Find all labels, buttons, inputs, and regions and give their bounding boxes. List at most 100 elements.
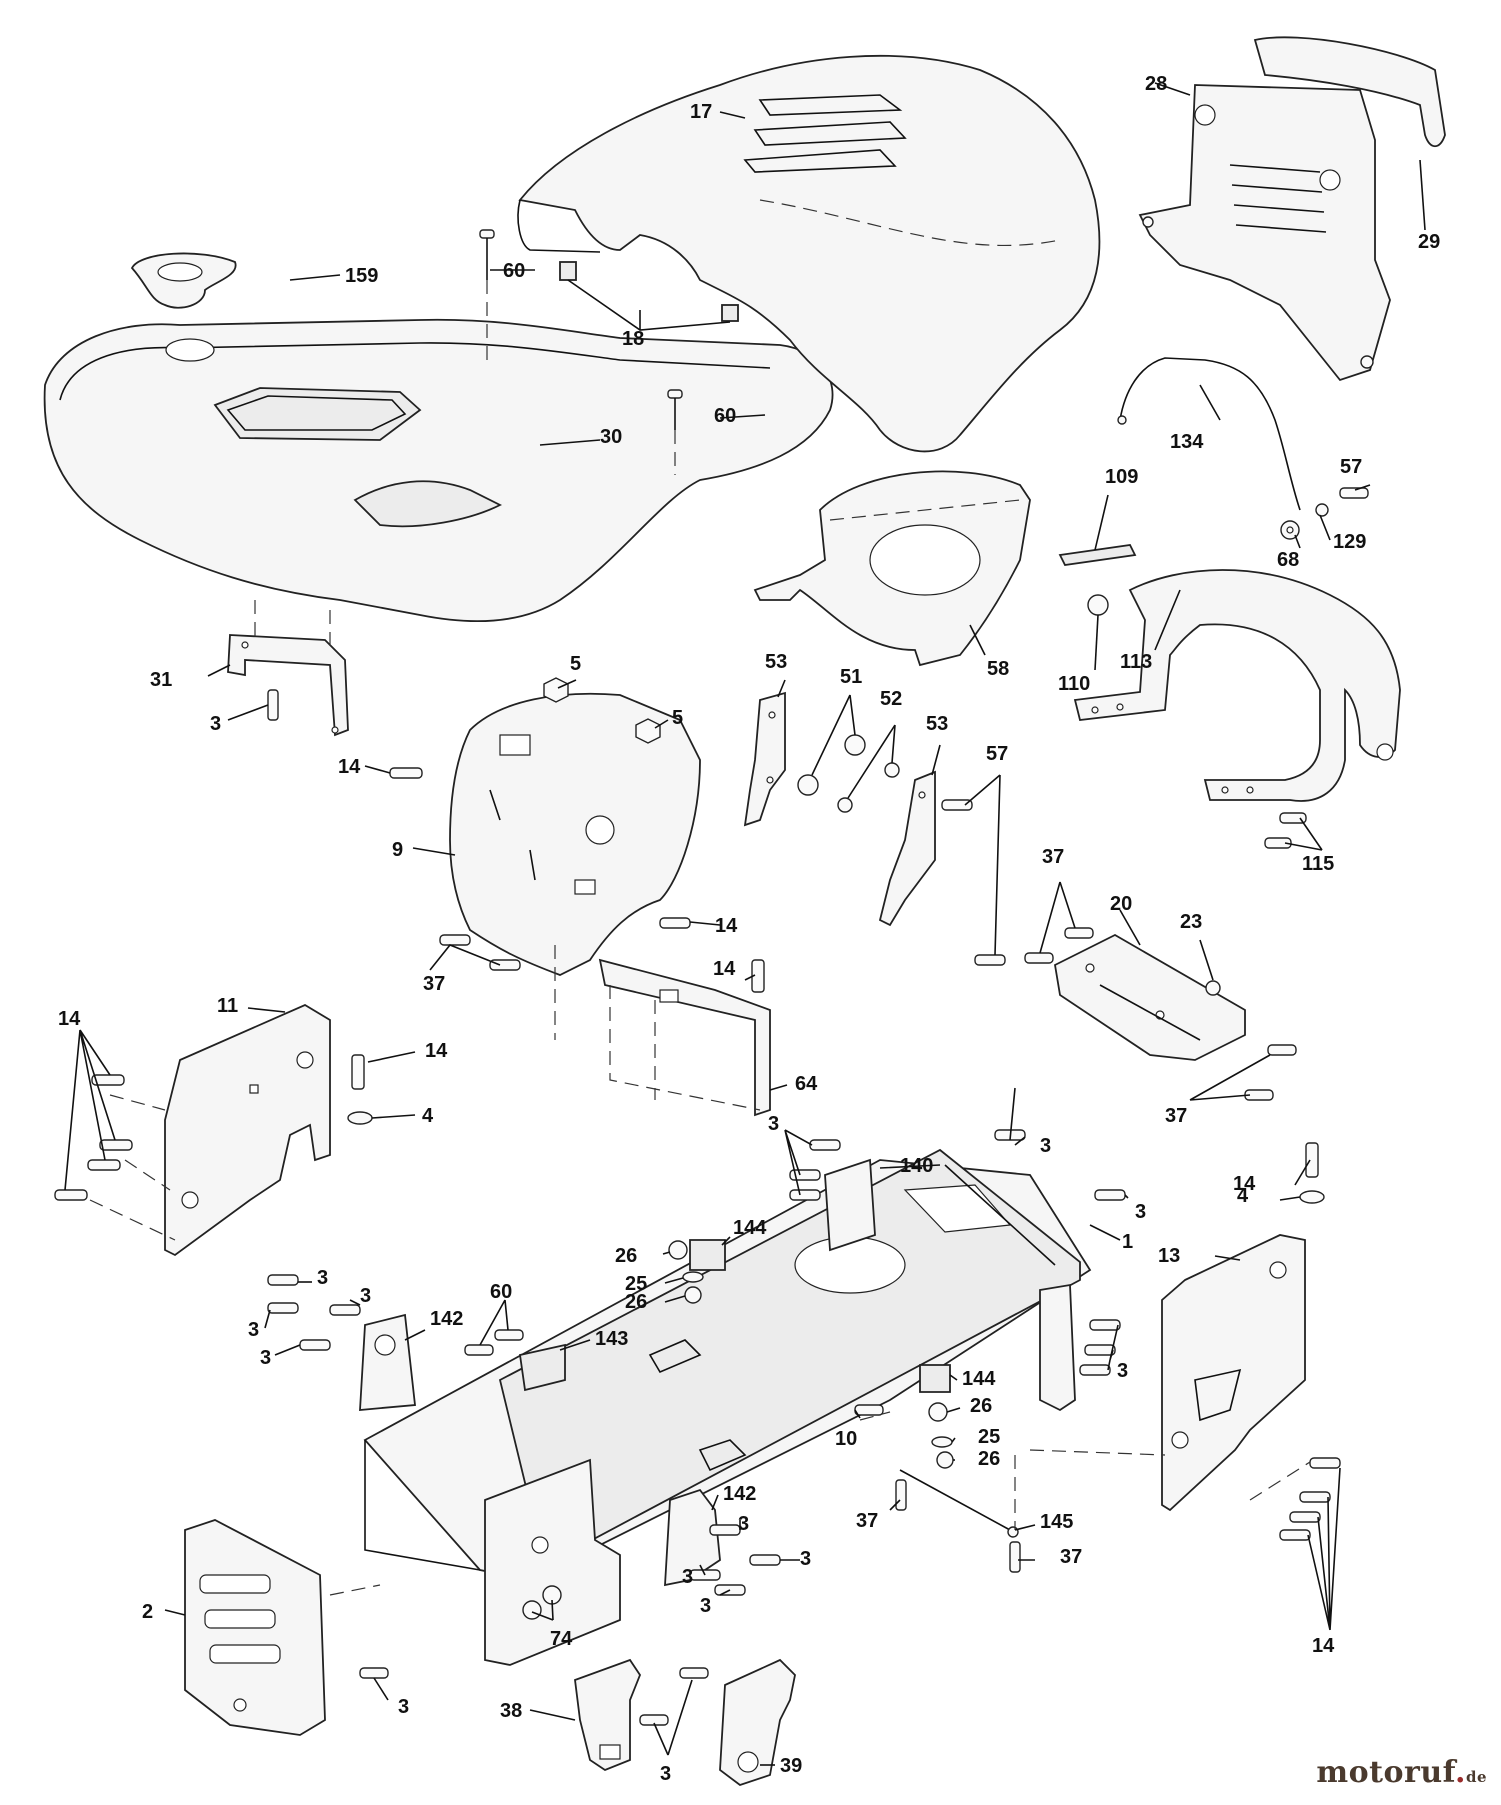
bolts-14-right	[1279, 1457, 1341, 1541]
callout-3: 3	[682, 1566, 693, 1588]
callout-38: 38	[500, 1700, 522, 1722]
callout-14: 14	[715, 915, 738, 937]
side-plate-13	[1161, 1234, 1306, 1512]
front-bracket-right	[1039, 1283, 1076, 1412]
callout-3: 3	[1040, 1135, 1051, 1157]
nuts-51	[797, 734, 866, 796]
bracket-143	[518, 1343, 566, 1392]
callout-37: 37	[1042, 846, 1064, 868]
nut-26-upper	[684, 1286, 702, 1304]
callout-3: 3	[248, 1319, 259, 1341]
callout-144: 144	[962, 1368, 996, 1390]
callout-26: 26	[615, 1245, 637, 1267]
callout-109: 109	[1105, 466, 1138, 488]
engine-shroud-58	[753, 470, 1031, 667]
callout-3: 3	[738, 1513, 749, 1535]
callout-29: 29	[1418, 231, 1440, 253]
callout-26: 26	[625, 1291, 647, 1313]
washer-4-right	[1299, 1190, 1325, 1204]
callout-14: 14	[338, 756, 361, 778]
callout-13: 13	[1158, 1245, 1180, 1267]
bolts-3-left-upper	[267, 1274, 361, 1351]
callout-159: 159	[345, 265, 378, 287]
callout-4: 4	[1237, 1185, 1249, 1207]
callout-23: 23	[1180, 911, 1202, 933]
callout-144: 144	[733, 1217, 767, 1239]
callout-17: 17	[690, 101, 712, 123]
callout-115: 115	[1302, 853, 1334, 875]
callout-3: 3	[360, 1285, 371, 1307]
bracket-20	[1054, 933, 1246, 1061]
carriage-bolt-60b	[667, 389, 683, 475]
callout-3: 3	[700, 1595, 711, 1617]
bolts-3-front-right	[1079, 1319, 1121, 1376]
bolt-57-upper	[1339, 487, 1369, 499]
callout-25: 25	[978, 1426, 1000, 1448]
washer-25-lower	[931, 1436, 953, 1448]
grille-part	[1138, 84, 1391, 382]
bolt-14-right-top	[1305, 1142, 1319, 1178]
callout-74: 74	[550, 1628, 573, 1650]
callout-60: 60	[490, 1281, 512, 1303]
bolts-60-frame	[464, 1329, 524, 1356]
bolt-14-plate	[351, 1054, 365, 1090]
callout-129: 129	[1333, 531, 1366, 553]
callout-3: 3	[1135, 1201, 1146, 1223]
callout-52: 52	[880, 688, 902, 710]
watermark-dot: .	[1455, 1755, 1466, 1790]
front-bumper-113	[1073, 569, 1401, 802]
callout-37: 37	[1165, 1105, 1187, 1127]
nut-5-lower	[635, 718, 661, 744]
callout-51: 51	[840, 666, 862, 688]
bolts-3-140	[789, 1139, 841, 1201]
bracket-144-upper	[689, 1239, 726, 1271]
callout-37: 37	[856, 1510, 878, 1532]
bolt-3-frame-right	[1094, 1189, 1126, 1201]
spacer-26-upper	[668, 1240, 688, 1260]
callout-57: 57	[986, 743, 1008, 765]
watermark-brand: motoruf	[1316, 1755, 1455, 1790]
callout-145: 145	[1040, 1511, 1073, 1533]
callout-3: 3	[1117, 1360, 1128, 1382]
washer-129	[1315, 503, 1329, 517]
nut-26-lower	[936, 1451, 954, 1469]
callout-53: 53	[765, 651, 787, 673]
callout-110: 110	[1058, 673, 1090, 695]
strap-109	[1058, 544, 1137, 566]
callout-20: 20	[1110, 893, 1132, 915]
callout-14: 14	[58, 1008, 81, 1030]
carriage-bolt-60a	[479, 229, 495, 360]
callout-18: 18	[622, 328, 644, 350]
callout-10: 10	[835, 1428, 857, 1450]
callout-37: 37	[1060, 1546, 1082, 1568]
cup-holder-part	[130, 252, 237, 309]
plate-140	[824, 1158, 876, 1252]
callout-3: 3	[210, 713, 221, 735]
plate-53-left	[743, 691, 786, 827]
bolts-37-bracket	[1024, 927, 1297, 1101]
callout-140: 140	[900, 1155, 933, 1177]
leader-lines	[64, 82, 1426, 1766]
bolt-14-dash	[389, 767, 423, 779]
washer-25-upper	[682, 1271, 704, 1283]
bolts-57-plate	[941, 799, 1006, 966]
bolts-3-38	[639, 1667, 709, 1726]
callout-5: 5	[570, 653, 581, 675]
bracket-31	[227, 600, 349, 737]
callout-142: 142	[430, 1308, 463, 1330]
callout-58: 58	[987, 658, 1009, 680]
spacer-26-lower	[928, 1402, 948, 1422]
callout-14: 14	[425, 1040, 448, 1062]
callout-labels: 17 28 29 159 60 18 30 60 134 57 109 129 …	[58, 73, 1440, 1785]
bolt-10	[854, 1404, 884, 1416]
grille-cap-29	[1253, 36, 1446, 148]
washer-4-plate	[347, 1111, 373, 1125]
callout-53: 53	[926, 713, 948, 735]
bracket-38	[574, 1658, 642, 1772]
callout-3: 3	[317, 1267, 328, 1289]
callout-57: 57	[1340, 456, 1362, 478]
callout-31: 31	[150, 669, 172, 691]
callout-14: 14	[1233, 1173, 1256, 1195]
